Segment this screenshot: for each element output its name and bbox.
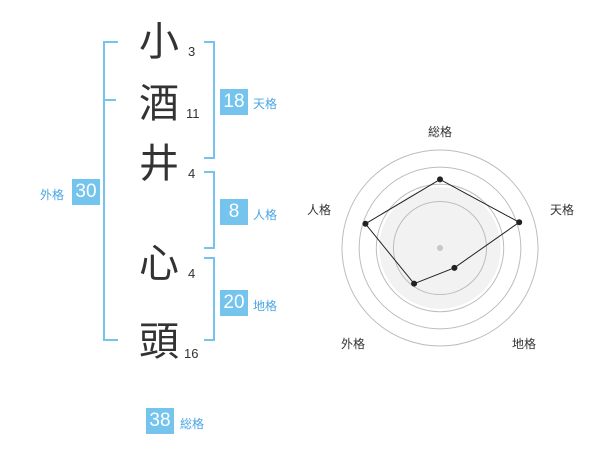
radar-point-1 [437, 176, 443, 183]
radar-axis-label-soukaku: 総格 [428, 125, 453, 139]
radar-axis-label-jinkaku: 人格 [307, 203, 332, 217]
name-char-1: 小 [139, 19, 179, 65]
radar-point-2 [516, 219, 523, 226]
stroke-count-2: 11 [186, 106, 200, 121]
radar-center-point [437, 245, 443, 251]
radar-ring-4 [341, 149, 539, 347]
radar-point-3 [451, 264, 458, 271]
radar-polygon [364, 178, 521, 285]
gaikaku-value-badge: 30 [72, 179, 100, 205]
soukaku-value-badge: 38 [146, 408, 174, 434]
stroke-count-3: 4 [188, 166, 196, 181]
radar-axis-label-tenkaku: 天格 [550, 203, 575, 217]
stroke-count-5: 16 [184, 346, 199, 361]
chikaku-value-badge: 20 [220, 290, 248, 316]
radar-ring-1 [392, 200, 488, 296]
name-char-5: 頭 [139, 319, 179, 365]
tenkaku-label: 天格 [253, 97, 278, 111]
soukaku-label: 総格 [180, 417, 205, 431]
name-char-2: 酒 [139, 81, 179, 127]
name-char-4: 心 [139, 241, 179, 287]
radar-point-5 [362, 220, 369, 227]
stroke-count-1: 3 [188, 44, 196, 59]
name-char-3: 井 [139, 141, 179, 187]
radar-axis-label-chikaku: 地格 [512, 337, 537, 351]
radar-ring-2 [375, 183, 505, 313]
jinkaku-label: 人格 [253, 208, 278, 222]
stroke-count-4: 4 [188, 266, 196, 281]
jinkaku-value-badge: 8 [220, 199, 248, 225]
chikaku-label: 地格 [253, 299, 278, 313]
tenkaku-value-badge: 18 [220, 89, 248, 115]
gaikaku-label: 外格 [40, 188, 65, 202]
radar-axis-label-gaikaku: 外格 [341, 337, 366, 351]
radar-points [362, 176, 523, 287]
radar-ring-3 [358, 166, 522, 330]
radar-point-4 [411, 280, 418, 287]
